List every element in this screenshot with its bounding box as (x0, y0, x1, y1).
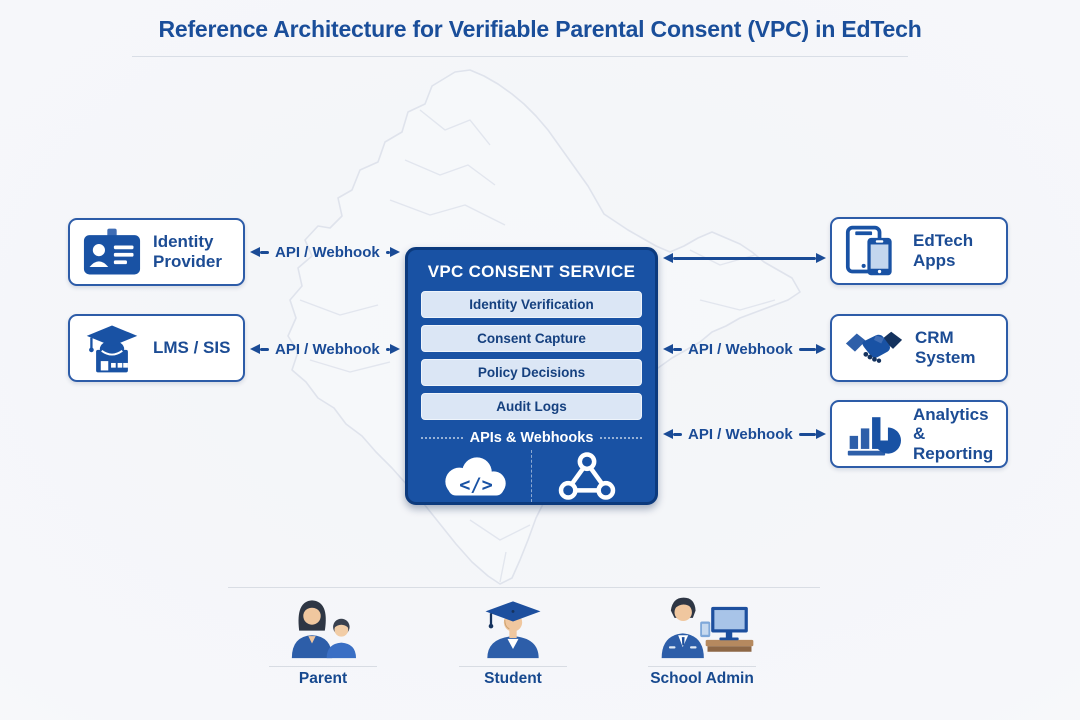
persona-school-admin: School Admin (637, 594, 767, 688)
persona-label-parent: Parent (298, 670, 348, 687)
service-title: VPC CONSENT SERVICE (427, 262, 636, 281)
arrow-lms-sis-service: API / Webhook (250, 340, 400, 358)
webhook-icon (531, 450, 642, 502)
parent-icon (291, 600, 356, 659)
arrow-service-edtech-apps (663, 249, 826, 267)
arrowhead-left (250, 247, 260, 257)
arrowhead-right (390, 247, 400, 257)
arrowhead-right (816, 429, 826, 439)
module-policy-decisions: Policy Decisions (421, 359, 642, 386)
arrowhead-left (663, 344, 673, 354)
arrow-label: API / Webhook (688, 425, 793, 443)
arrowhead-left (663, 253, 673, 263)
school-admin-icon (661, 597, 754, 659)
cloud-code-icon: </> (421, 450, 531, 502)
service-footer-icons: </> (421, 450, 642, 502)
arrow-label: API / Webhook (688, 340, 793, 358)
module-identity-verification: Identity Verification (421, 291, 642, 318)
arrowhead-right (816, 344, 826, 354)
analytics-chart-icon (845, 409, 901, 459)
arrow-label: API / Webhook (275, 243, 380, 261)
dotted-rule-left (421, 437, 463, 439)
persona-student: Student (448, 594, 578, 688)
arrowhead-right (816, 253, 826, 263)
node-label-analytics-reporting: Analytics & Reporting (913, 404, 994, 463)
arrow-service-analytics: API / Webhook (663, 425, 826, 443)
node-label-lms-sis: LMS / SIS (153, 338, 231, 358)
arrow-service-crm-system: API / Webhook (663, 340, 826, 358)
node-lms-sis: LMS / SIS (68, 314, 245, 382)
module-consent-capture: Consent Capture (421, 325, 642, 352)
node-label-crm-system: CRM System (915, 328, 976, 367)
svg-text:</>: </> (459, 475, 493, 496)
node-label-identity-provider: Identity Provider (153, 232, 222, 271)
persona-ground-line (459, 666, 567, 667)
handshake-icon (845, 328, 903, 368)
node-crm-system: CRM System (830, 314, 1008, 382)
arrow-identity-provider-service: API / Webhook (250, 243, 400, 261)
apis-webhooks-label-row: APIs & Webhooks (421, 430, 642, 446)
apis-webhooks-label: APIs & Webhooks (469, 430, 594, 446)
personas-separator (228, 587, 820, 588)
header: Reference Architecture for Verifiable Pa… (0, 16, 1080, 43)
persona-ground-line (269, 666, 377, 667)
persona-parent: Parent (258, 594, 388, 688)
graduation-cap-icon (83, 321, 141, 375)
id-card-icon (83, 228, 141, 276)
vpc-consent-service-box: VPC CONSENT SERVICE Identity Verificatio… (405, 247, 658, 505)
persona-label-school-admin: School Admin (650, 670, 754, 687)
title-underline (132, 56, 908, 57)
node-identity-provider: Identity Provider (68, 218, 245, 286)
persona-label-student: Student (484, 670, 542, 687)
arrowhead-right (390, 344, 400, 354)
module-audit-logs: Audit Logs (421, 393, 642, 420)
arrowhead-left (250, 344, 260, 354)
dotted-rule-right (600, 437, 642, 439)
node-edtech-apps: EdTech Apps (830, 217, 1008, 285)
node-label-edtech-apps: EdTech Apps (913, 231, 974, 270)
arrow-label: API / Webhook (275, 340, 380, 358)
mobile-devices-icon (845, 224, 901, 278)
arrowhead-left (663, 429, 673, 439)
persona-ground-line (648, 666, 756, 667)
page-title: Reference Architecture for Verifiable Pa… (158, 16, 922, 42)
student-icon (485, 601, 541, 659)
node-analytics-reporting: Analytics & Reporting (830, 400, 1008, 468)
